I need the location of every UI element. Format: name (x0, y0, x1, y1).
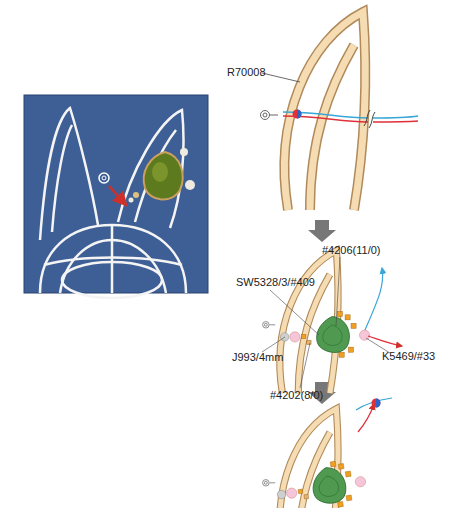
part-label: SW5328/3/#409 (236, 276, 315, 289)
part-label: J993/4mm (232, 351, 283, 364)
part-label: R70008 (227, 66, 266, 79)
part-label: #4206(11/0) (322, 244, 381, 257)
part-label: #4202(8/0) (270, 389, 323, 402)
part-label: K5469/#33 (382, 350, 435, 363)
